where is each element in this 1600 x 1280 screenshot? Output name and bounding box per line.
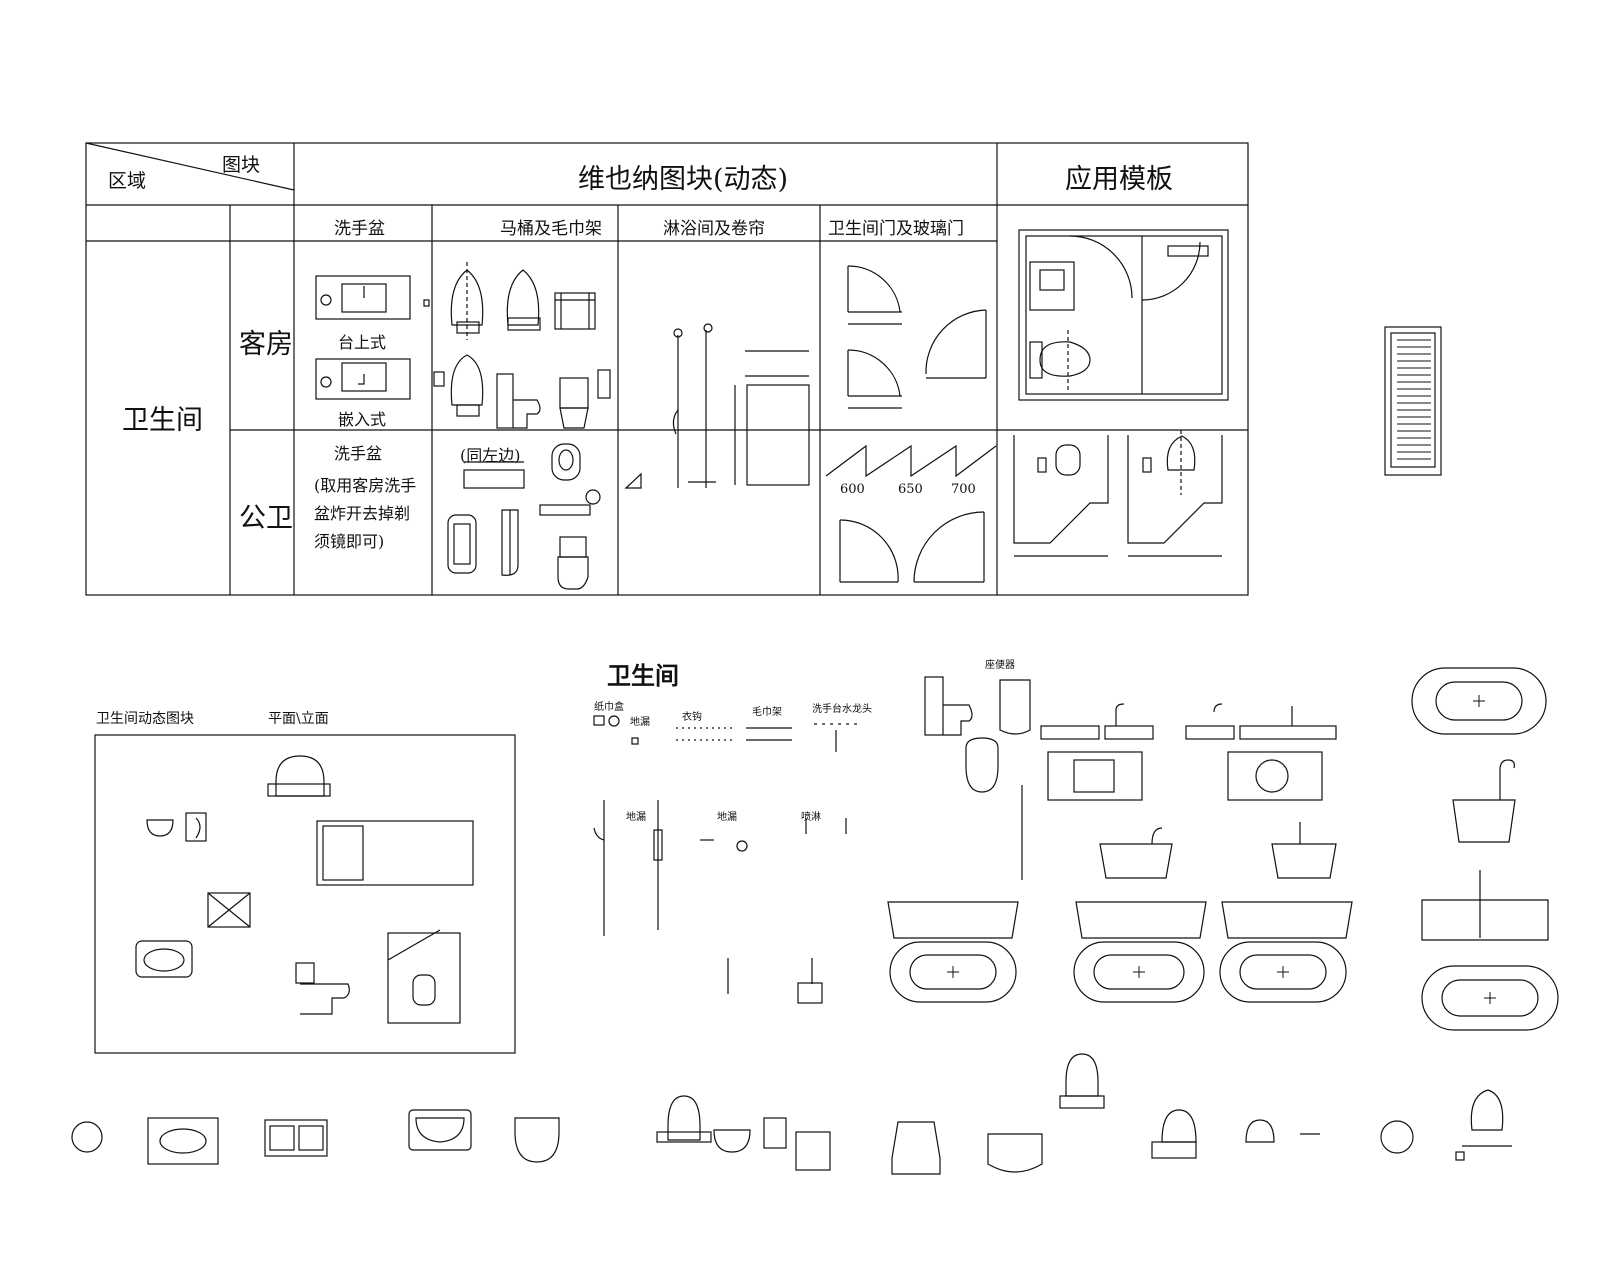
shower-rail-2 xyxy=(703,323,713,488)
template-plan-guest xyxy=(1018,229,1229,401)
door-width-600: 600 xyxy=(840,482,865,497)
corner-label-blocks: 图块 xyxy=(222,154,261,176)
label-shower: 喷淋 xyxy=(801,812,821,823)
bathtub-elevation-row xyxy=(887,870,1549,941)
bottom-symbols xyxy=(71,1053,1512,1175)
toilet-public-elevation xyxy=(557,536,589,590)
shower-rail-1 xyxy=(672,328,683,488)
label-towel-rack: 毛巾架 xyxy=(752,707,782,718)
louver-slats xyxy=(1397,339,1431,460)
header-main: 维也纳图块(动态) xyxy=(578,164,789,195)
basin-elevations xyxy=(1040,703,1337,740)
toilet-plan-2 xyxy=(506,269,541,331)
bathtub-standing-1 xyxy=(1452,759,1516,843)
bathtub-plan xyxy=(316,820,474,886)
label-floor-drain: 地漏 xyxy=(630,717,650,728)
urinal-1 xyxy=(447,514,477,574)
row-public: 公卫 xyxy=(239,503,293,534)
bathtub-oval-top xyxy=(1411,667,1547,735)
oval-basin xyxy=(135,940,193,978)
toilet-plan-1 xyxy=(450,262,484,340)
public-basin-note-3: 须镜即可) xyxy=(314,532,385,551)
corner-label-region: 区域 xyxy=(108,170,147,192)
basin-inset-symbol xyxy=(315,358,411,400)
label-drain-3: 地漏 xyxy=(717,812,737,823)
basin-inset-label: 嵌入式 xyxy=(338,410,387,429)
shower-tray xyxy=(387,929,461,1024)
louver-panel xyxy=(1384,326,1442,476)
col-toilet: 马桶及毛巾架 xyxy=(500,219,602,239)
door-swing-3 xyxy=(839,519,899,583)
col-shower: 淋浴间及卷帘 xyxy=(663,219,765,239)
basin-counter-label: 台上式 xyxy=(338,333,387,352)
shower-curtain xyxy=(734,350,810,486)
bathroom-section-title: 卫生间 xyxy=(607,662,679,690)
label-drain-2: 地漏 xyxy=(626,812,646,823)
row-guest: 客房 xyxy=(239,329,293,360)
toilet-elevation-lower xyxy=(295,962,350,1015)
shower-columns-lower xyxy=(593,800,847,1004)
public-basin-title: 洗手盆 xyxy=(334,444,383,463)
template-plan-public-2 xyxy=(1127,430,1223,557)
door-swing-1 xyxy=(847,265,902,325)
door-swing-2 xyxy=(847,349,902,409)
floor-drain-box xyxy=(207,892,251,928)
col-basin: 洗手盆 xyxy=(334,219,385,239)
toilet-top-view xyxy=(267,755,331,797)
label-faucet: 洗手台水龙头 xyxy=(812,704,872,715)
door-zigzag xyxy=(825,444,997,478)
block-table-grid xyxy=(85,142,1249,596)
door-swing-4 xyxy=(913,511,985,583)
basin-counter-symbol xyxy=(315,275,411,320)
plan-elevation-label: 平面\立面 xyxy=(268,711,329,727)
header-template: 应用模板 xyxy=(1065,164,1173,195)
basin-small xyxy=(146,812,207,842)
tub-cross-marks xyxy=(947,695,1496,1004)
region-label: 卫生间 xyxy=(122,405,203,436)
toilet-elevation xyxy=(496,373,589,429)
col-door: 卫生间门及玻璃门 xyxy=(828,219,964,239)
door-width-700: 700 xyxy=(951,482,976,497)
squat-toilet xyxy=(551,443,581,481)
toilet-pair-elevation xyxy=(924,676,1031,793)
same-as-left: (同左边) xyxy=(460,446,521,465)
bathtub-small-2 xyxy=(1271,822,1337,879)
template-plan-public-1 xyxy=(1013,435,1109,557)
basin-plans xyxy=(1047,751,1323,801)
label-tissue-box: 纸巾盒 xyxy=(594,702,624,713)
glass-door-plan xyxy=(925,309,987,379)
towel-rack xyxy=(554,292,596,330)
urinal-2 xyxy=(501,509,519,576)
bathtub-plan-row xyxy=(889,941,1559,1031)
accessories-row xyxy=(593,715,860,752)
public-basin-note-1: (取用客房洗手 xyxy=(314,476,417,495)
public-basin-note-2: 盆炸开去掉剃 xyxy=(314,504,411,523)
dynamic-block-title: 卫生间动态图块 xyxy=(96,711,194,727)
toilet-plan-3 xyxy=(433,354,484,417)
dynamic-block-frame xyxy=(94,734,516,1054)
label-hook: 衣钩 xyxy=(682,712,702,723)
door-width-650: 650 xyxy=(898,482,923,497)
label-toilet: 座便器 xyxy=(985,660,1015,671)
bathtub-small-1 xyxy=(1099,827,1173,879)
